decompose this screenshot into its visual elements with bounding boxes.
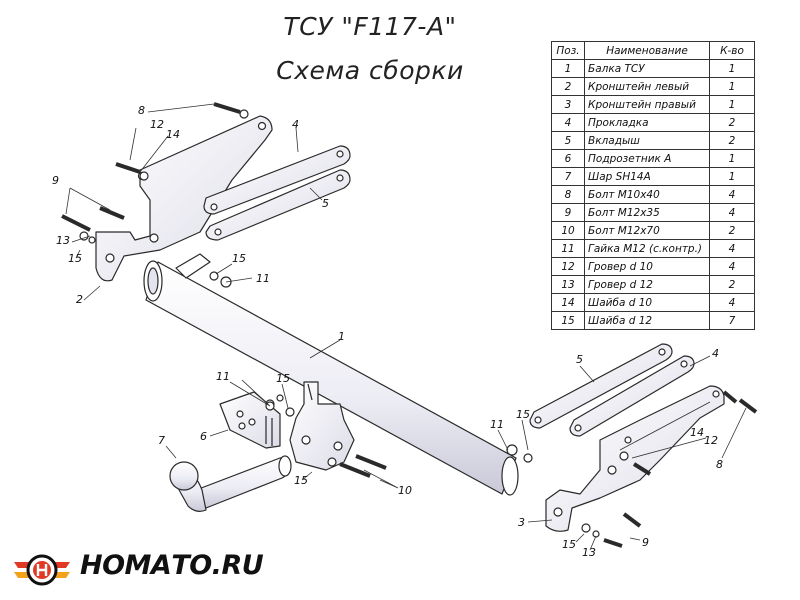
callout-8-left: 8 [138, 104, 145, 117]
callout-12-left: 12 [150, 118, 164, 131]
cell-name: Болт М12х35 [584, 203, 710, 222]
callout-11-right: 11 [490, 418, 504, 431]
callout-11-center: 11 [216, 370, 230, 383]
tow-ball [169, 455, 292, 512]
callout-13-left: 13 [56, 234, 70, 247]
main-beam [143, 253, 519, 496]
callout-2: 2 [76, 293, 83, 306]
homato-logo [14, 554, 70, 586]
cell-name: Вкладыш [584, 131, 710, 150]
cell-name: Подрозетник А [584, 149, 710, 168]
callout-11-left: 11 [256, 272, 270, 285]
callout-14-left: 14 [166, 128, 180, 141]
socket-plate [219, 391, 284, 449]
callout-15-e: 15 [516, 408, 530, 421]
callout-3: 3 [518, 516, 525, 529]
fasteners [61, 102, 758, 548]
callout-15-c: 15 [276, 372, 290, 385]
logo-text: НОМАТО.RU [80, 550, 264, 581]
cell-pos: 11 [551, 239, 585, 258]
callout-7: 7 [158, 434, 165, 447]
callout-6: 6 [200, 430, 207, 443]
cell-name: Прокладка [584, 113, 710, 132]
callout-15-d: 15 [294, 474, 308, 487]
logo-emblem-icon [14, 554, 70, 586]
callout-14-right: 14 [690, 426, 704, 439]
diagram-subtitle: Схема сборки [276, 56, 464, 85]
right-bracket [545, 385, 725, 532]
spacer-plates-right [529, 343, 695, 437]
callout-1: 1 [338, 330, 345, 343]
cell-qty: 2 [709, 131, 755, 150]
callout-9-left: 9 [52, 174, 59, 187]
callout-13-right: 13 [582, 546, 596, 559]
left-bracket [95, 115, 273, 282]
cell-name: Кронштейн левый [584, 77, 710, 96]
callout-4-right: 4 [712, 347, 719, 360]
callout-15-a: 15 [68, 252, 82, 265]
callout-9-right: 9 [642, 536, 649, 549]
callout-4-left: 4 [292, 118, 299, 131]
callout-5-left: 5 [322, 197, 329, 210]
center-bracket [289, 381, 355, 471]
leader-lines [65, 103, 747, 551]
diagram-title: ТСУ "F117-A" [283, 12, 457, 41]
callout-10: 10 [398, 484, 412, 497]
header-pos: Поз. [551, 41, 585, 60]
cell-name: Болт М12х70 [584, 221, 710, 240]
callout-15-b: 15 [232, 252, 246, 265]
callout-12-right: 12 [704, 434, 718, 447]
cell-qty: 4 [709, 293, 755, 312]
parts-table-header: Поз. Наименование К-во [551, 41, 755, 60]
cell-qty: 7 [709, 311, 755, 330]
callout-5-right: 5 [576, 353, 583, 366]
spacer-plates-left [203, 145, 351, 241]
callout-8-right: 8 [716, 458, 723, 471]
callout-15-f: 15 [562, 538, 576, 551]
